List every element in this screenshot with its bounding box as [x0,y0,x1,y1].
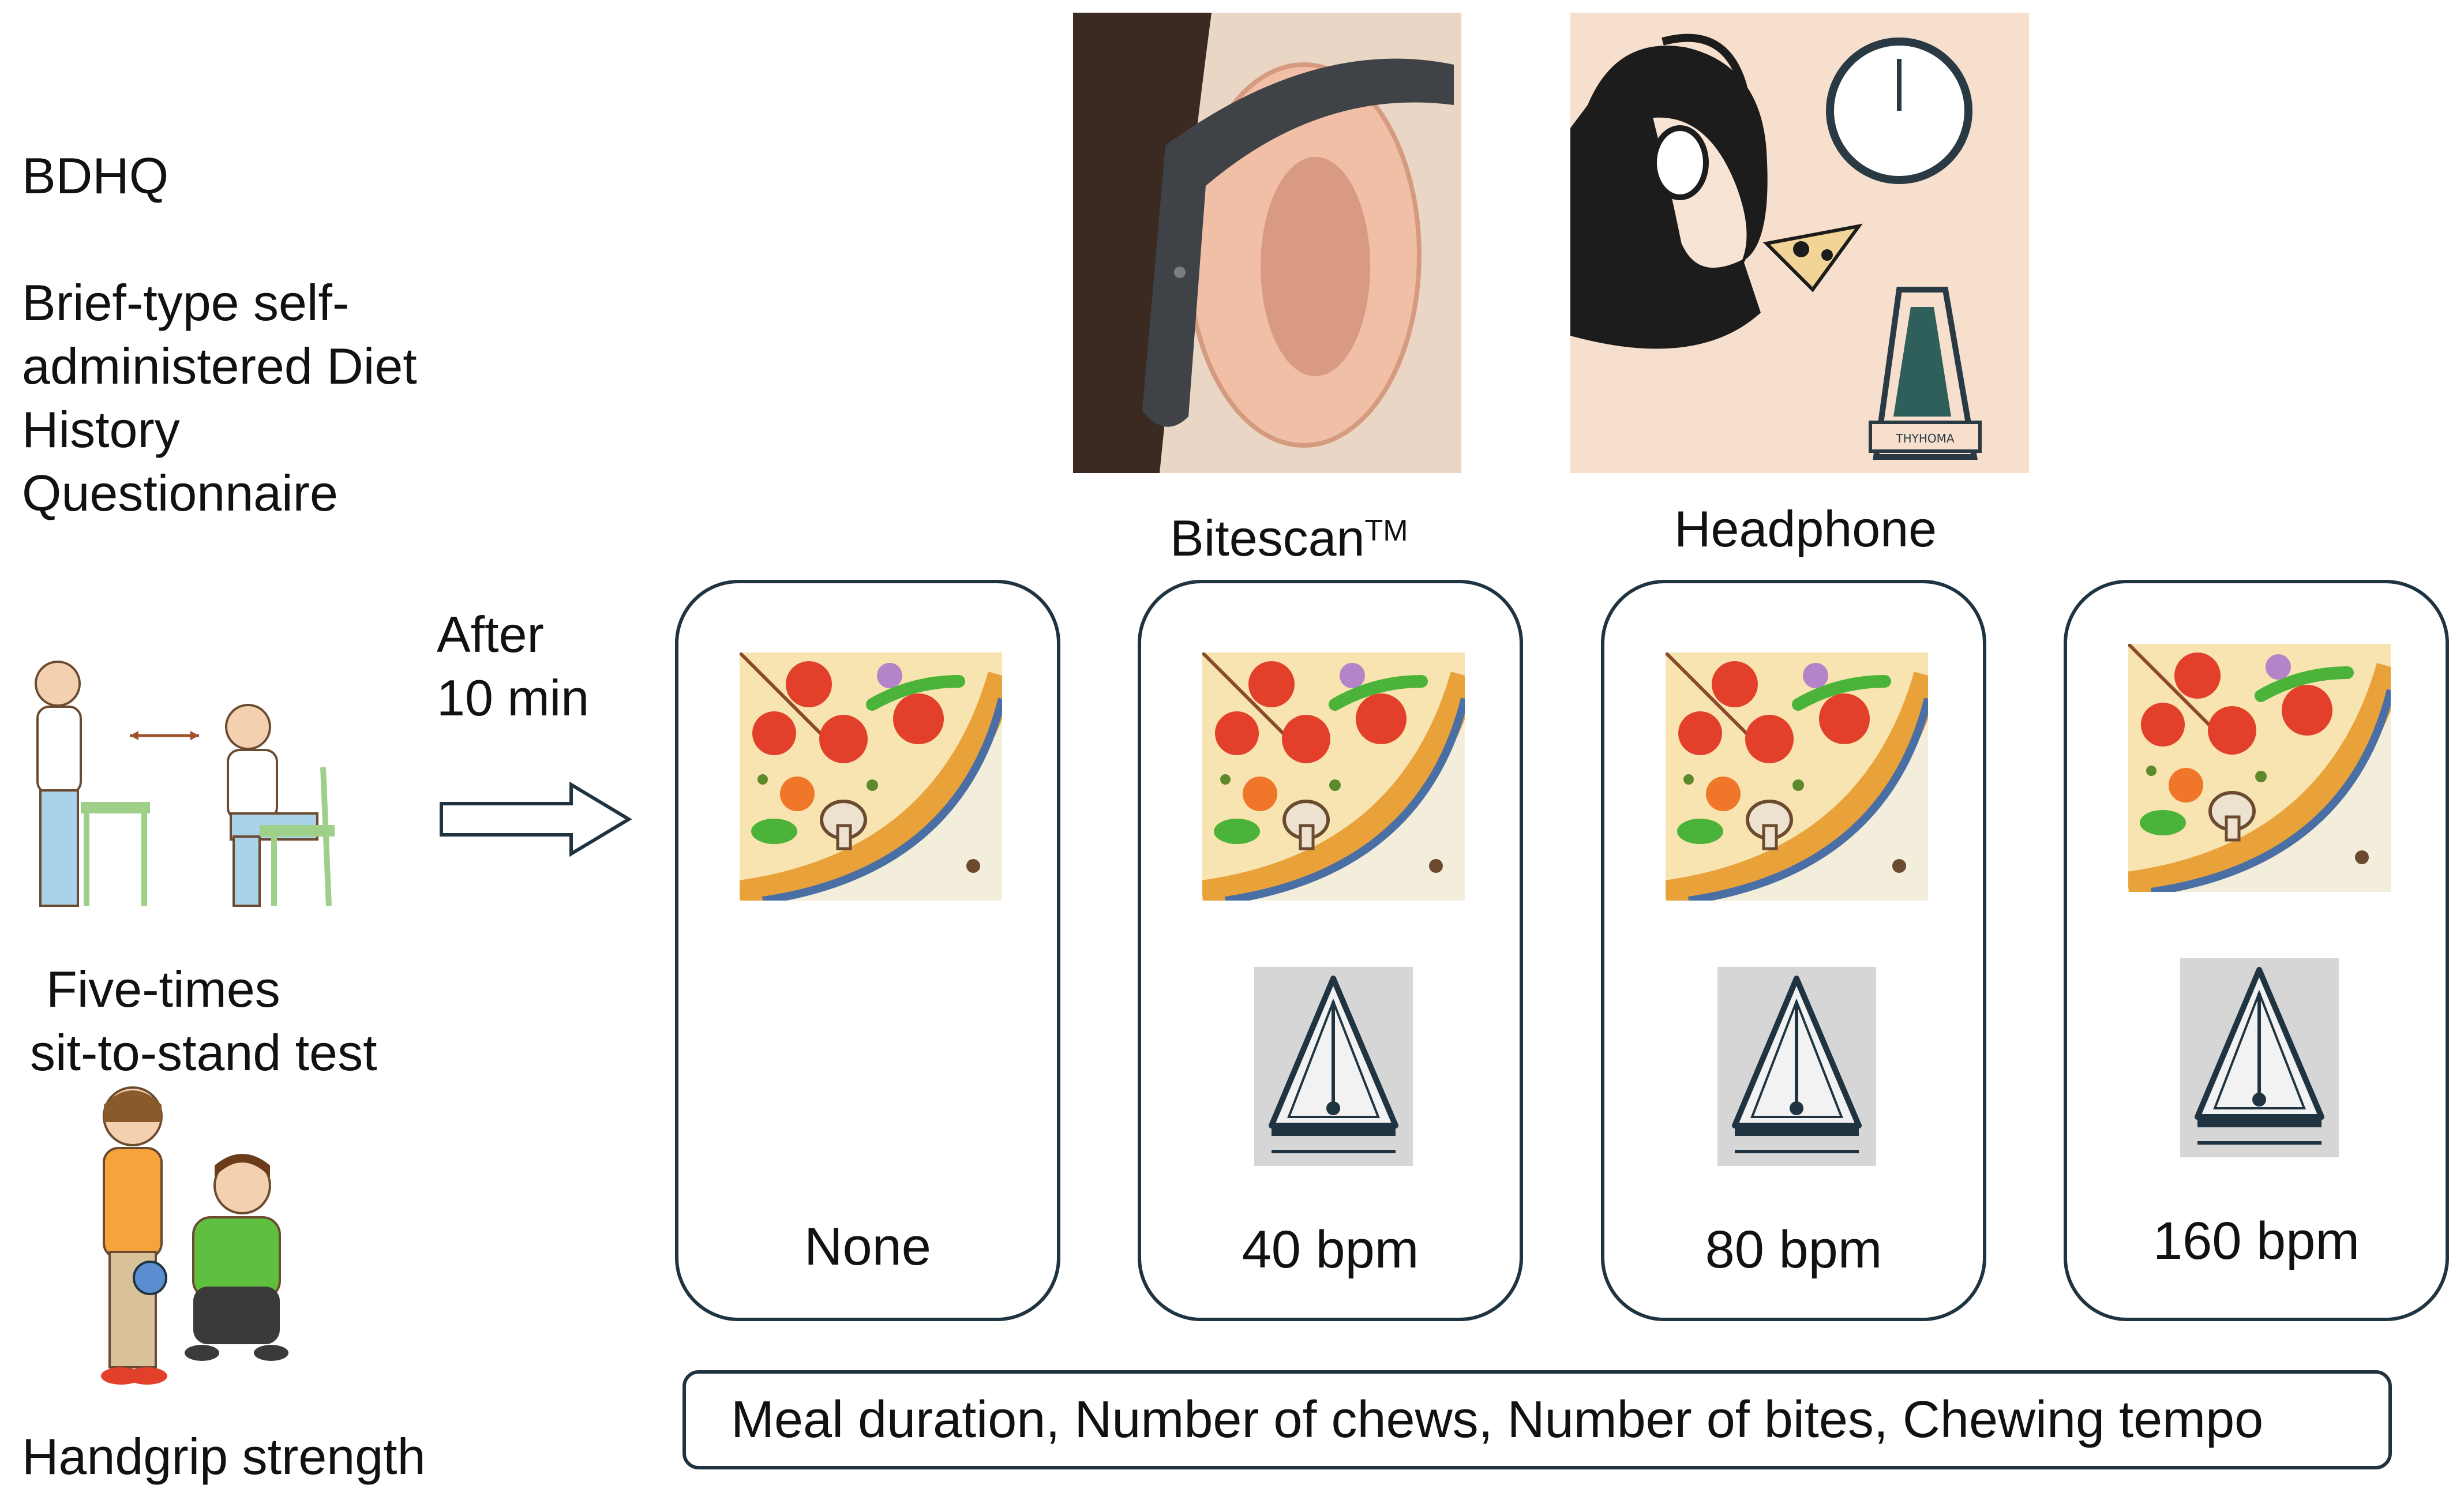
after-label-line-1: After [437,606,544,663]
handgrip-label: Handgrip strength [22,1428,426,1485]
metronome-icon [1717,967,1876,1166]
metronome-brand: THYHOMA [1895,432,1955,445]
bitescan-name: Bitescan [1170,509,1365,567]
outcome-measures-box: Meal duration, Number of chews, Number o… [682,1370,2392,1469]
condition-box-80bpm: 80 bpm [1601,580,1986,1321]
pizza-image [740,652,1002,901]
bdhq-full-name-line-3: History [22,401,180,458]
bdhq-full-name-line-4: Questionnaire [22,464,338,522]
trademark-mark: TM [1364,514,1408,548]
metronome-icon [1254,967,1413,1166]
condition-box-40bpm: 40 bpm [1138,580,1523,1321]
bitescan-label: BitescanTM [1170,499,1408,570]
pizza-image [1202,652,1465,901]
condition-box-160bpm: 160 bpm [2064,580,2449,1321]
bitescan-photo [1073,13,1461,473]
after-label-line-2: 10 min [437,669,590,726]
pizza-image [2128,644,2391,892]
condition-label: None [804,1217,931,1276]
condition-label: 160 bpm [2152,1212,2360,1270]
condition-label: 40 bpm [1242,1220,1419,1279]
headphone-label: Headphone [1674,500,1937,557]
sit-stand-label-line-1: Five-times [46,961,280,1018]
pizza-image [1666,652,1928,901]
bdhq-abbrev: BDHQ [22,147,169,204]
metronome-icon [2180,958,2339,1157]
condition-box-none: None [675,580,1060,1321]
bdhq-full-name-line-2: administered Diet [22,337,417,395]
sit-stand-label-line-2: sit-to-stand test [30,1024,377,1081]
headphone-illustration: THYHOMA [1570,13,2029,473]
sit-to-stand-illustration [35,661,335,907]
bdhq-full-name-line-1: Brief-type self- [22,274,350,331]
right-arrow-icon [440,782,632,857]
condition-label: 80 bpm [1705,1220,1882,1279]
handgrip-illustration [101,1086,288,1385]
